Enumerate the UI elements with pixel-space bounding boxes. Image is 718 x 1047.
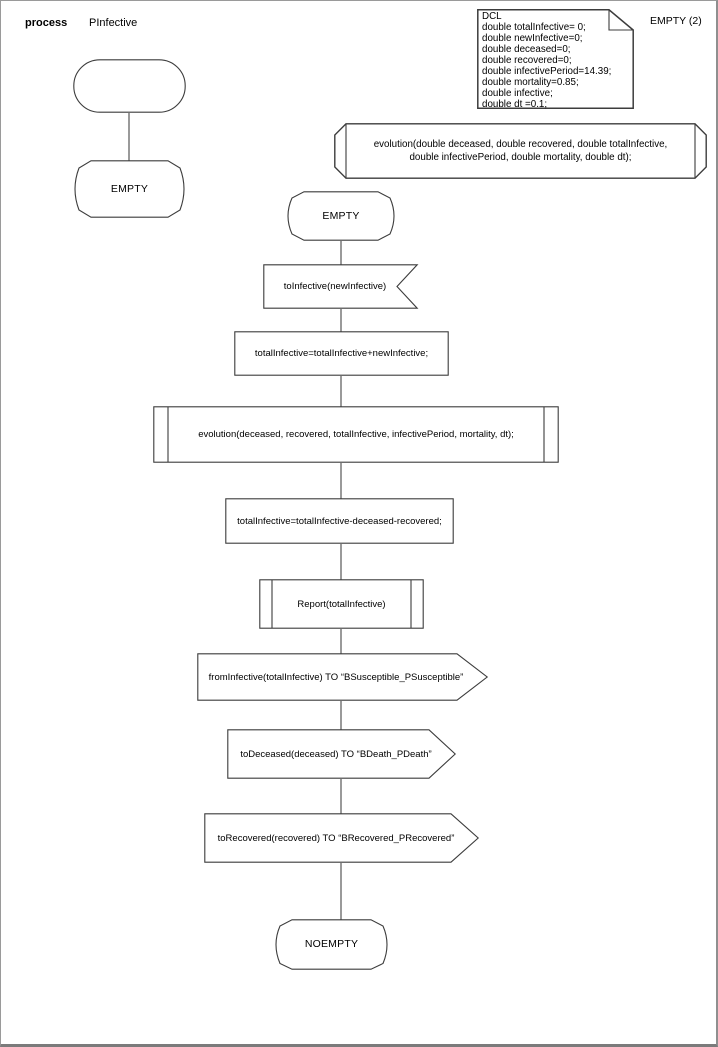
input-signal-shape	[263, 264, 419, 309]
state-label: NOEMPTY	[304, 938, 359, 950]
task-shape	[234, 331, 449, 376]
output-label: fromInfective(totalInfective) TO “BSusce…	[208, 671, 464, 683]
page-number-label: EMPTY (2)	[650, 15, 702, 27]
procedure-evolution-node: evolution(deceased, recovered, totalInfe…	[153, 406, 559, 463]
task-label: totalInfective=totalInfective-deceased-r…	[237, 515, 442, 527]
procedure-call-label: evolution(deceased, recovered, totalInfe…	[198, 429, 514, 440]
procedure-call-shape	[153, 406, 559, 463]
state-label: EMPTY	[322, 209, 360, 222]
output-todeceased-node: toDeceased(deceased) TO “BDeath_PDeath”	[227, 729, 457, 779]
dcl-title: DCL	[482, 11, 502, 22]
process-kind-label: process	[25, 17, 68, 29]
start-shape	[73, 59, 186, 113]
state-shape	[287, 191, 395, 241]
output-signal-shape	[197, 653, 489, 701]
output-torecovered-node: toRecovered(recovered) TO “BRecovered_PR…	[204, 813, 480, 863]
procedure-call-shape	[259, 579, 424, 629]
state-empty-node: EMPTY	[286, 191, 396, 241]
input-toinfective-node: toInfective(newInfective)	[263, 264, 419, 309]
state-shape	[74, 160, 185, 218]
procedure-call-label: Report(totalInfective)	[297, 598, 386, 610]
state-empty-left-node: EMPTY	[73, 160, 186, 218]
task-label: totalInfective=totalInfective+newInfecti…	[254, 348, 429, 359]
state-noempty-node: NOEMPTY	[274, 919, 389, 970]
input-label: toInfective(newInfective)	[283, 281, 387, 292]
output-label: toRecovered(recovered) TO “BRecovered_PR…	[217, 832, 455, 844]
output-frominfective-node: fromInfective(totalInfective) TO “BSusce…	[197, 653, 489, 701]
task-shape	[225, 498, 454, 544]
connector-line	[128, 113, 342, 920]
procedure-declaration-shape	[334, 123, 707, 179]
state-shape	[275, 919, 388, 970]
task-add-node: totalInfective=totalInfective+newInfecti…	[234, 331, 449, 376]
state-label: EMPTY	[110, 182, 149, 195]
dcl-text-symbol: DCL double totalInfective= 0; double new…	[477, 9, 634, 110]
start-node	[73, 59, 186, 113]
procedure-declaration-node: evolution(double deceased, double recove…	[334, 123, 707, 179]
output-signal-shape	[204, 813, 480, 863]
procedure-report-node: Report(totalInfective)	[259, 579, 424, 629]
process-name-label: PInfective	[89, 17, 138, 29]
output-label: toDeceased(deceased) TO “BDeath_PDeath”	[240, 748, 432, 760]
folded-note-shape	[477, 9, 634, 109]
dcl-declarations: double totalInfective= 0; double newInfe…	[482, 22, 612, 110]
output-signal-shape	[227, 729, 457, 779]
procedure-declaration-label: evolution(double deceased, double recove…	[373, 139, 668, 163]
task-subtract-node: totalInfective=totalInfective-deceased-r…	[225, 498, 454, 544]
